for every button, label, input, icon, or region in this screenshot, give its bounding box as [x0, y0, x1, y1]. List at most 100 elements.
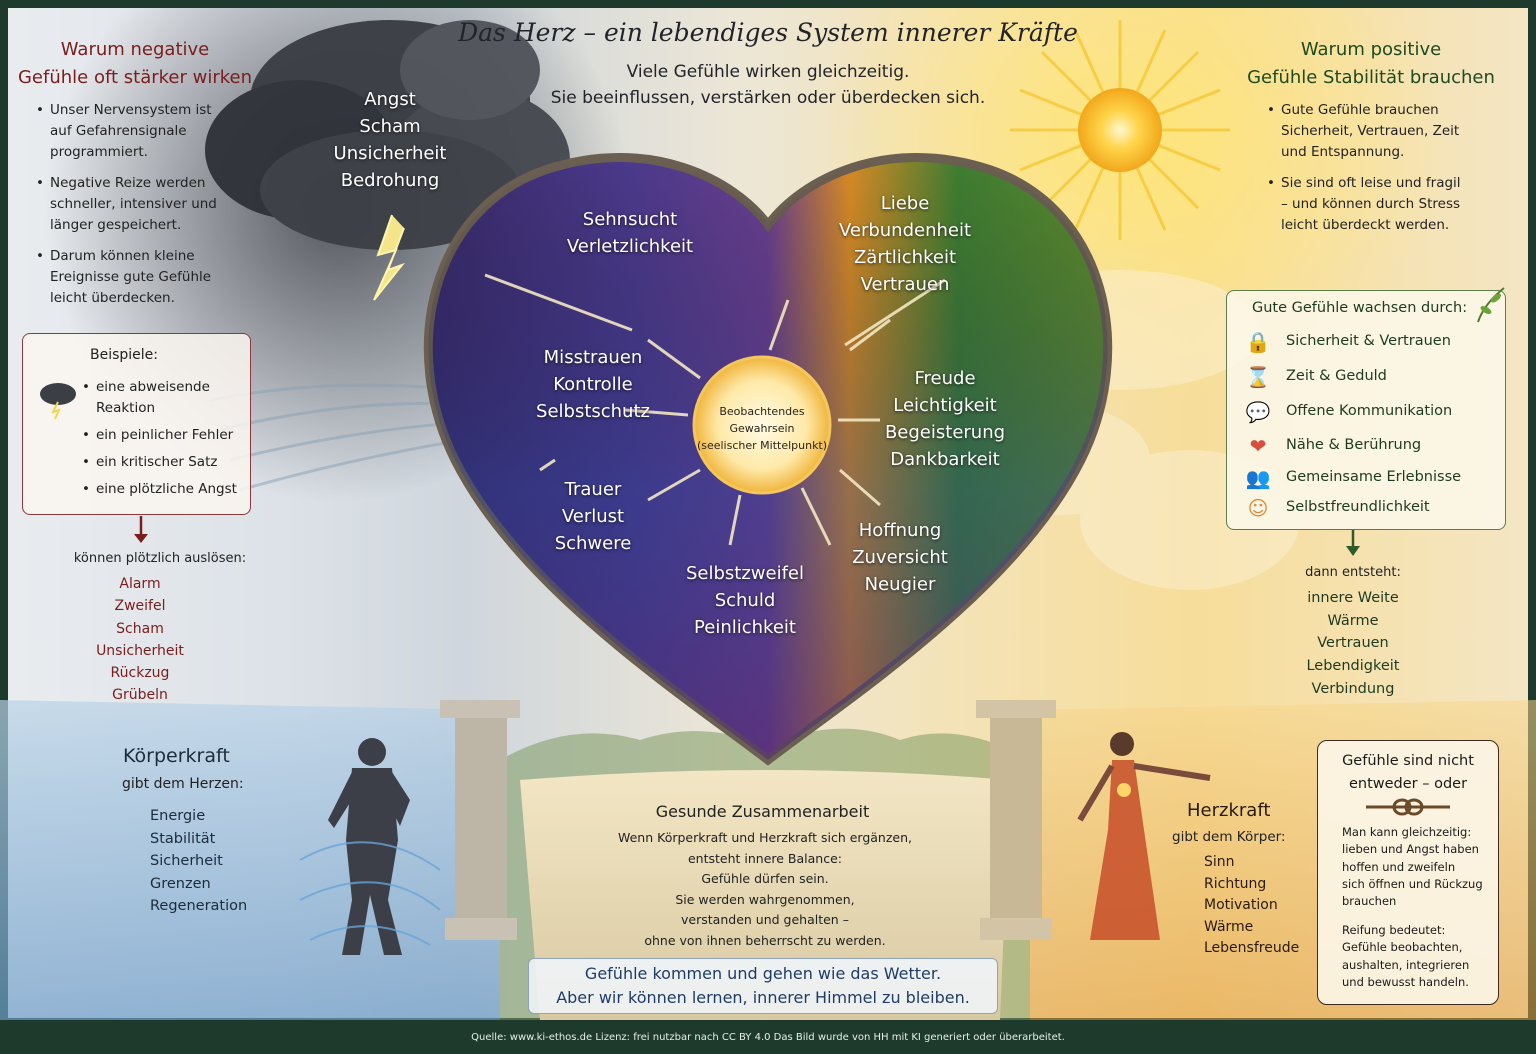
heart-hands-icon: ❤: [1249, 434, 1267, 458]
heart-strength-item: Sinn: [1204, 854, 1235, 870]
positive-bullet: Sie sind oft leise und fragil – und könn…: [1265, 173, 1465, 236]
emotion-label: Selbstzweifel: [685, 563, 805, 584]
positive-bullet: Gute Gefühle brauchen Sicherheit, Vertra…: [1265, 100, 1465, 163]
negative-bullets: Unser Nervensystem ist auf Gefahrensigna…: [34, 100, 224, 319]
grow-item-label: Sicherheit & Vertrauen: [1286, 333, 1451, 349]
emotion-label: Schuld: [714, 590, 776, 611]
leaf-icon: [1474, 284, 1508, 324]
body-strength-subtitle: gibt dem Herzen:: [122, 776, 244, 792]
grow-item-label: Selbstfreundlichkeit: [1286, 499, 1430, 515]
cloud-emotions: Angst Scham Unsicherheit Bedrohung: [300, 86, 480, 194]
illustration: [0, 20, 1536, 1020]
grow-item-security: 🔒 Sicherheit & Vertrauen: [1244, 328, 1504, 358]
result-item: Wärme: [1327, 612, 1379, 629]
negative-bullet: Unser Nervensystem ist auf Gefahrensigna…: [34, 100, 224, 163]
result-item: Verbindung: [1311, 680, 1395, 697]
negative-heading-line-1: Warum negative: [60, 39, 210, 60]
knot-icon: [1366, 796, 1450, 818]
cooperation-text: Wenn Körperkraft und Herzkraft sich ergä…: [580, 828, 950, 951]
maturity-line: und bewusst handeln.: [1342, 974, 1469, 989]
center-label: Beobachtendes: [719, 405, 805, 418]
emotion-label: Trauer: [564, 479, 622, 500]
heart-strength-list: Sinn Richtung Motivation Wärme Lebensfre…: [1204, 852, 1299, 960]
center-label: Gewahrsein: [729, 422, 795, 435]
grow-item-time: ⌛ Zeit & Geduld: [1244, 363, 1504, 393]
grow-item-experiences: 👥 Gemeinsame Erlebnisse: [1244, 464, 1504, 494]
maturity-line: Gefühle beobachten,: [1342, 940, 1463, 955]
trigger-item: Rückzug: [110, 665, 170, 682]
cooperation-line: ohne von ihnen beherrscht zu werden.: [644, 932, 886, 948]
emotion-label: Angst: [364, 89, 416, 110]
either-or-line: lieben und Angst haben: [1342, 842, 1479, 857]
banner-line-2: Aber wir können lernen, innerer Himmel z…: [556, 988, 970, 1007]
result-item: Lebendigkeit: [1306, 658, 1400, 675]
either-or-line: sich öffnen und Rückzug: [1342, 876, 1483, 891]
subtitle-line-1: Viele Gefühle wirken gleichzeitig.: [626, 62, 910, 82]
either-or-line: brauchen: [1342, 894, 1397, 909]
emotion-label: Verletzlichkeit: [566, 236, 694, 257]
body-strength-item: Sicherheit: [150, 853, 223, 869]
body-strength-title: Körperkraft: [123, 745, 230, 767]
heart-low-left: Trauer Verlust Schwere: [528, 476, 658, 557]
emotion-label: Neugier: [864, 574, 936, 595]
grow-title: Gute Gefühle wachsen durch:: [1252, 300, 1468, 316]
grow-box: [1226, 290, 1506, 530]
heart-strength-title: Herzkraft: [1187, 800, 1271, 821]
result-item: Vertrauen: [1317, 635, 1389, 652]
emotion-label: Selbstschutz: [536, 401, 650, 422]
positive-bullets: Gute Gefühle brauchen Sicherheit, Vertra…: [1265, 100, 1465, 246]
body-strength-item: Grenzen: [150, 875, 211, 892]
heart-top-right: Liebe Verbundenheit Zärtlichkeit Vertrau…: [820, 190, 990, 298]
banner-text: Gefühle kommen und gehen wie das Wetter.…: [520, 962, 1006, 1010]
emotion-label: Misstrauen: [543, 347, 643, 368]
cooperation-title: Gesunde Zusammenarbeit: [655, 802, 870, 821]
man-figure: [328, 738, 410, 955]
grow-item-self-kindness: ☺ Selbstfreundlichkeit: [1244, 494, 1504, 524]
arrow-down-green-icon: [1343, 530, 1363, 558]
storm-cloud-icon: [205, 20, 570, 250]
body-strength-item: Energie: [150, 808, 206, 824]
emotion-label: Dankbarkeit: [890, 449, 1000, 470]
grow-item-label: Offene Kommunikation: [1286, 403, 1453, 419]
heart-strength-item: Lebensfreude: [1204, 940, 1300, 956]
either-or-text: Man kann gleichzeitig: lieben und Angst …: [1342, 824, 1498, 910]
banner: [528, 958, 998, 1014]
woman-figure: [1077, 732, 1211, 940]
right-pillar: [976, 700, 1056, 940]
heart-top-left: Sehnsucht Verletzlichkeit: [545, 206, 715, 260]
heart-bottom: Selbstzweifel Schuld Peinlichkeit: [670, 560, 820, 641]
example-item: eine plötzliche Angst: [80, 479, 240, 500]
emotion-label: Unsicherheit: [333, 143, 447, 164]
trigger-text: können plötzlich auslösen:: [73, 551, 247, 566]
footer-text: Quelle: www.ki-ethos.de Lizenz: frei nut…: [471, 1032, 1065, 1043]
trigger-list: Alarm Zweifel Scham Unsicherheit Rückzug…: [40, 573, 240, 707]
negative-bullet: Darum können kleine Ereignisse gute Gefü…: [34, 246, 224, 309]
emotion-label: Hoffnung: [858, 520, 942, 541]
emotion-label: Leichtigkeit: [893, 395, 997, 416]
heart-low-right: Hoffnung Zuversicht Neugier: [825, 517, 975, 598]
heart-mid-left: Misstrauen Kontrolle Selbstschutz: [518, 344, 668, 425]
either-or-line: hoffen und zweifeln: [1342, 859, 1456, 874]
example-item: eine abweisende Reaktion: [80, 377, 240, 419]
heart-strength-item: Wärme: [1204, 918, 1254, 935]
emotion-label: Vertrauen: [860, 274, 950, 295]
examples-title: Beispiele:: [90, 347, 159, 363]
either-or-title-line-1: Gefühle sind nicht: [1342, 753, 1474, 769]
heart-mid-right: Freude Leichtigkeit Begeisterung Dankbar…: [860, 365, 1030, 473]
body-strength-item: Stabilität: [150, 830, 216, 847]
either-or-line: Man kann gleichzeitig:: [1342, 825, 1472, 839]
body-strength-list: Energie Stabilität Sicherheit Grenzen Re…: [150, 805, 247, 918]
trigger-item: Unsicherheit: [96, 642, 184, 659]
heart-strength-item: Richtung: [1204, 875, 1267, 892]
emotion-label: Zuversicht: [852, 547, 948, 568]
result-item: innere Weite: [1307, 590, 1399, 606]
body-strength-item: Regeneration: [150, 898, 248, 914]
footer-bar: [0, 1020, 1536, 1054]
trigger-item: Scham: [116, 620, 164, 637]
center-label: (seelischer Mittelpunkt): [696, 439, 828, 452]
grow-item-label: Zeit & Geduld: [1286, 368, 1387, 384]
example-item: ein peinlicher Fehler: [80, 425, 240, 446]
lock-icon: 🔒: [1245, 330, 1271, 354]
either-or-title-line-2: entweder – oder: [1348, 776, 1468, 792]
cooperation-line: Sie werden wahrgenommen,: [675, 891, 855, 907]
